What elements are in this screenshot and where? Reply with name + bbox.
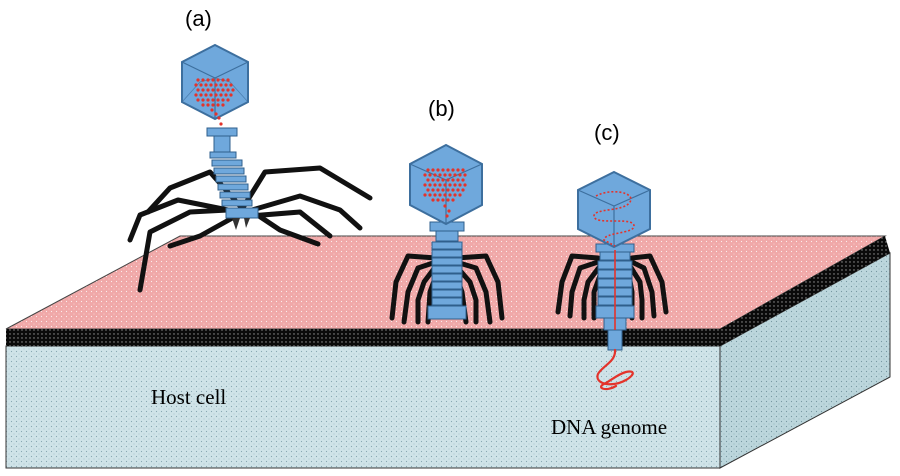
host-cell-label: Host cell	[151, 385, 227, 409]
dna-genome-label: DNA genome	[551, 415, 668, 439]
phage-a-tail	[206, 127, 259, 230]
phage-c-tail	[595, 243, 635, 351]
phage-c-capsid	[577, 170, 651, 249]
phage-a-legs	[127, 165, 373, 293]
phage-a-capsid	[181, 43, 249, 126]
label-c: (c)	[594, 120, 620, 145]
membrane-right-band	[720, 236, 890, 346]
label-b: (b)	[428, 96, 455, 121]
membrane-front-band	[6, 329, 720, 346]
phage-b-tail	[427, 221, 467, 320]
phage-b-capsid	[409, 143, 483, 226]
phage-icon	[389, 143, 505, 325]
phage-icon	[127, 43, 373, 293]
label-a: (a)	[185, 6, 212, 31]
cell-front-face	[5, 345, 721, 469]
phage-icon	[555, 170, 669, 391]
dna-genome-strand	[596, 348, 634, 391]
